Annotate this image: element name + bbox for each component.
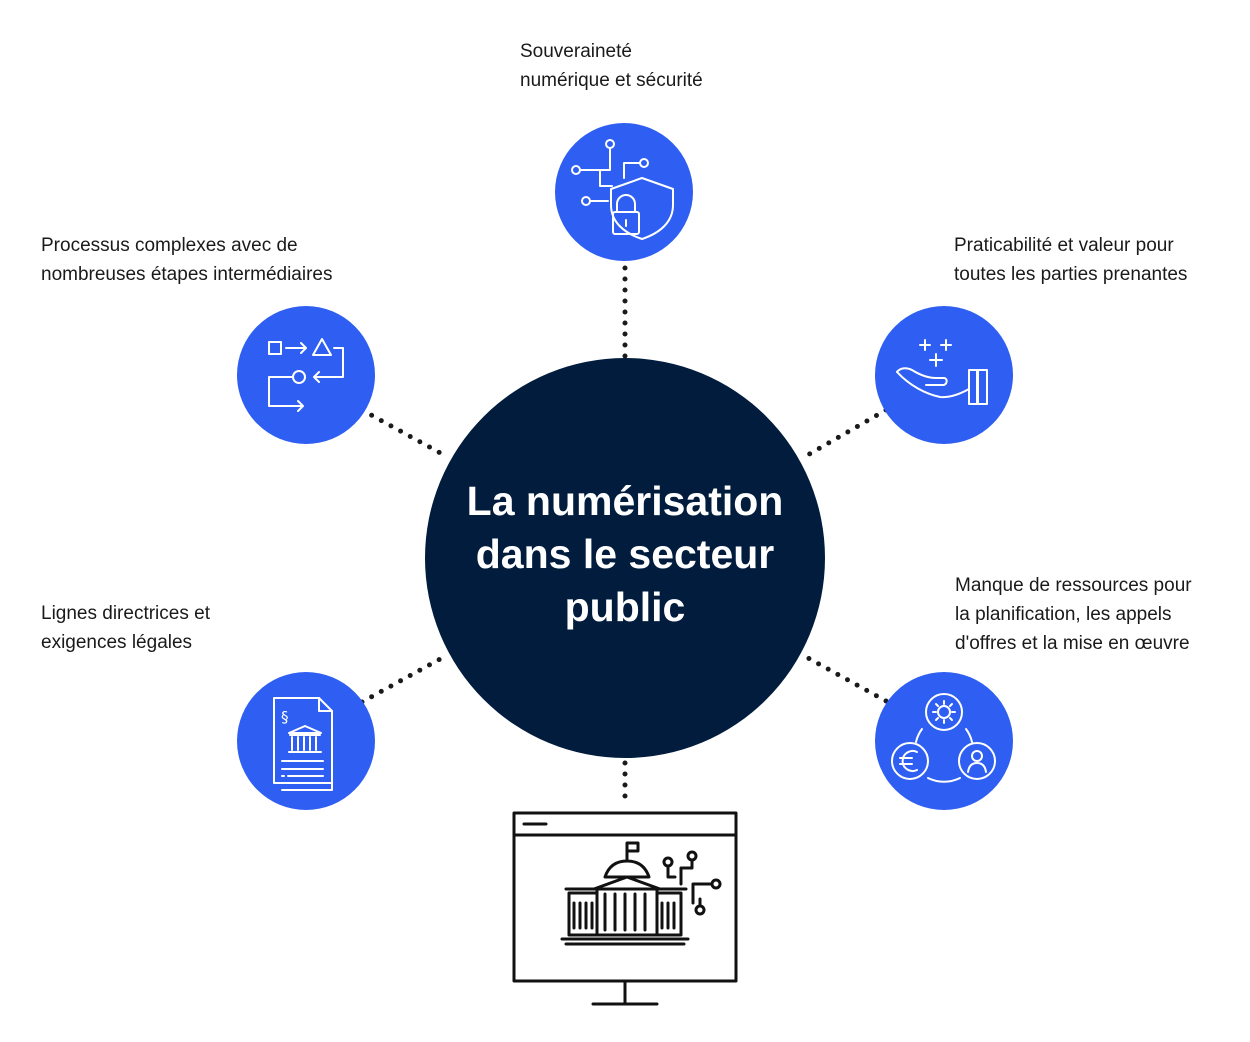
- node-label-line: exigences légales: [41, 632, 193, 653]
- legal-document-icon: §: [273, 697, 333, 791]
- shield-lock-circuit-icon: [571, 139, 674, 240]
- hub-title-line: dans le secteur: [475, 531, 775, 577]
- hub-circle: [425, 358, 825, 758]
- hub-title-line: La numérisation: [466, 478, 784, 524]
- connector-resources: [805, 655, 889, 704]
- node-circle-resources: [875, 672, 1013, 810]
- process-flow-icon: [268, 338, 344, 412]
- node-label-line: Souveraineté: [520, 41, 632, 62]
- node-label-line: numérique et sécurité: [520, 70, 703, 91]
- node-circle-processes: [237, 306, 375, 444]
- node-label-line: toutes les parties prenantes: [954, 264, 1188, 285]
- node-label-guidelines: Lignes directrices et exigences légales: [41, 599, 210, 657]
- node-label-processes: Processus complexes avec de nombreuses é…: [41, 231, 333, 289]
- node-label-line: nombreuses étapes intermédiaires: [41, 264, 333, 285]
- node-label-line: d'offres et la mise en œuvre: [955, 633, 1190, 654]
- node-circle-value: [875, 306, 1013, 444]
- connector-guidelines: [359, 655, 445, 705]
- node-label-resources: Manque de ressources pour la planificati…: [955, 571, 1192, 658]
- node-label-value: Praticabilité et valeur pour toutes les …: [954, 231, 1187, 289]
- node-circle-guidelines: [237, 672, 375, 810]
- node-label-line: Lignes directrices et: [41, 603, 210, 624]
- hand-plus-icon: [896, 339, 988, 405]
- node-label-security: Souveraineté numérique et sécurité: [520, 37, 703, 95]
- connector-processes: [359, 407, 447, 458]
- connector-value: [803, 407, 889, 459]
- node-label-line: Manque de ressources pour: [955, 575, 1192, 596]
- node-label-line: Praticabilité et valeur pour: [954, 235, 1174, 256]
- hub-title: La numérisation dans le secteur public: [425, 475, 825, 634]
- node-circle-security: [555, 123, 693, 261]
- resource-cycle-icon: [891, 693, 996, 783]
- svg-text:§: §: [281, 708, 289, 726]
- node-label-line: Processus complexes avec de: [41, 235, 298, 256]
- monitor-government-building-icon: [512, 811, 738, 1006]
- hub-title-line: public: [564, 584, 686, 630]
- node-label-line: la planification, les appels: [955, 604, 1172, 625]
